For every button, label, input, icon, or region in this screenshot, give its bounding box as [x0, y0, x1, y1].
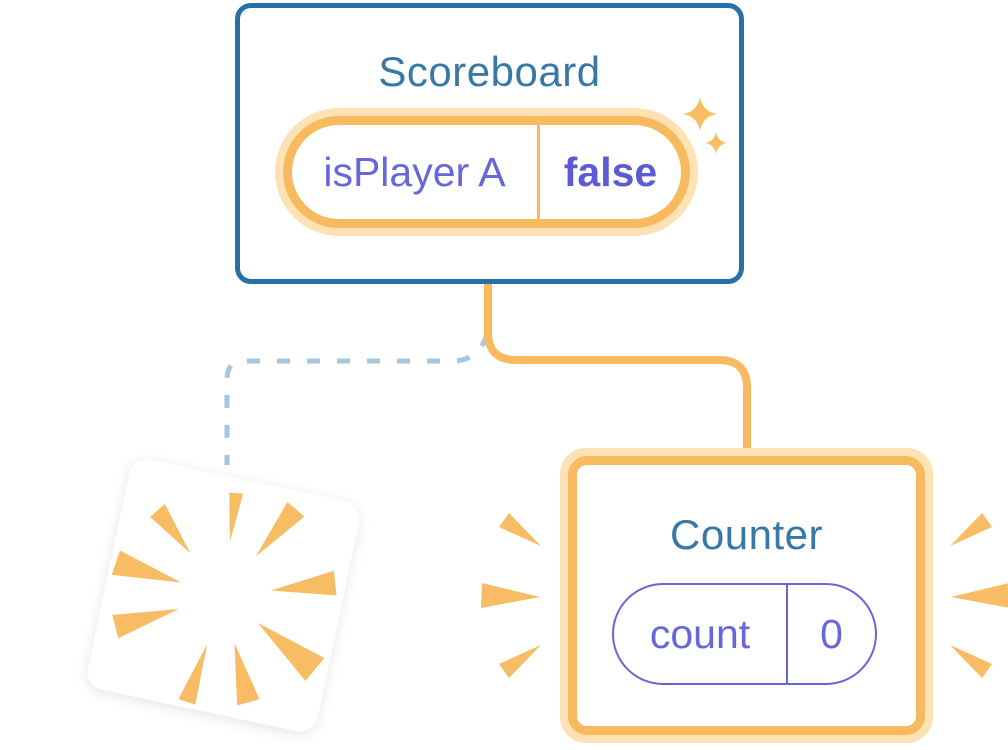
- sparkles-icon: [683, 97, 727, 154]
- counter-state-pill: count 0: [612, 583, 877, 685]
- removed-component-card: [84, 456, 363, 735]
- counter-title: Counter: [670, 511, 823, 558]
- scoreboard-state-pill: isPlayer A false: [283, 116, 690, 228]
- state-key: isPlayer A: [323, 148, 506, 195]
- state-pill-divider: [537, 125, 540, 219]
- poof-burst-icon: [111, 492, 337, 706]
- emphasis-rays-icon: [481, 513, 1008, 678]
- scoreboard-title: Scoreboard: [378, 48, 601, 95]
- state-pill-divider: [786, 585, 788, 683]
- scoreboard-card: Scoreboard isPlayer A false: [235, 3, 744, 284]
- dashed-connector-line: [224, 333, 490, 465]
- counter-card: Counter count 0: [560, 448, 933, 743]
- state-value: false: [563, 148, 658, 195]
- state-key: count: [649, 610, 751, 657]
- counter-card-inner: Counter count 0: [568, 456, 925, 735]
- solid-connector-line: [484, 282, 751, 454]
- state-value: 0: [820, 610, 843, 657]
